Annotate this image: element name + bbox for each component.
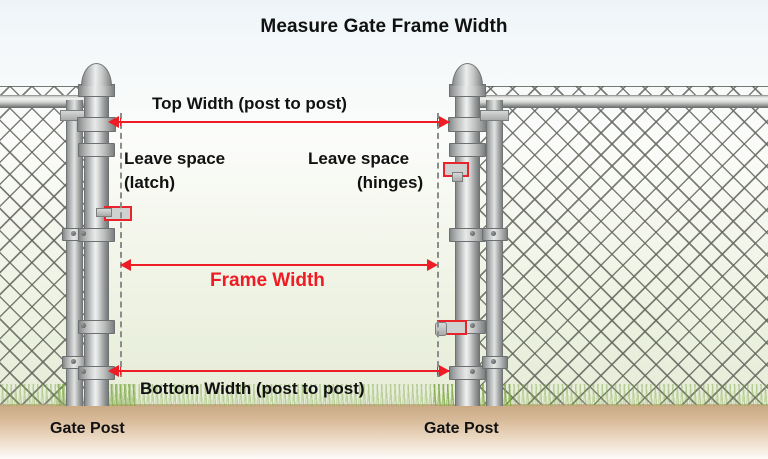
right-post-band-mid	[449, 228, 486, 242]
left-gate-post-caption: Gate Post	[50, 420, 125, 437]
leave-space-hinges-line2: (hinges)	[357, 173, 424, 192]
frame-width-label: Frame Width	[210, 270, 325, 291]
right-post-body	[455, 84, 480, 406]
left-terminal-bolt-low	[71, 359, 76, 364]
right-post-bolt-low	[470, 323, 475, 328]
mesh-top-edge-left	[0, 86, 86, 87]
top-width-arrowhead-right	[439, 116, 450, 128]
top-width-tick-left	[120, 118, 121, 126]
bottom-width-tick-left	[120, 367, 121, 375]
left-post-band-upper	[78, 143, 115, 157]
right-post-bolt-bottom	[470, 369, 475, 374]
frame-width-arrowhead-left	[120, 259, 131, 271]
bottom-width-tick-right	[437, 367, 438, 375]
leave-space-latch-line2: (latch)	[124, 173, 175, 192]
right-post-band-bottom	[449, 366, 486, 380]
bottom-width-arrowhead-left	[108, 365, 119, 377]
left-post-band-low	[78, 320, 115, 334]
left-post-bolt-mid	[81, 231, 86, 236]
bottom-width-arrow-line	[118, 370, 450, 372]
bottom-width-label: Bottom Width (post to post)	[140, 379, 365, 398]
gate-latch-arm	[96, 208, 112, 217]
frame-width-arrowhead-right	[427, 259, 438, 271]
frame-width-arrow-line	[130, 264, 428, 266]
grass-strip	[0, 384, 768, 406]
gate-hinge-pin-upper	[452, 172, 463, 182]
mesh-top-edge-right	[478, 86, 768, 87]
right-terminal-bolt-mid	[491, 231, 496, 236]
top-width-label: Top Width (post to post)	[152, 94, 347, 113]
left-post-bolt-low	[81, 323, 86, 328]
guide-line-hinge-side	[437, 113, 439, 377]
left-post-bolt-bottom	[81, 369, 86, 374]
bottom-width-arrowhead-right	[439, 365, 450, 377]
left-post-body	[84, 84, 109, 406]
top-width-arrowhead-left	[108, 116, 119, 128]
page-title: Measure Gate Frame Width	[260, 16, 508, 37]
right-gate-post-caption: Gate Post	[424, 420, 499, 437]
top-width-arrow-line	[118, 121, 450, 123]
leave-space-latch-line1: Leave space	[124, 149, 226, 168]
right-terminal-bolt-low	[491, 359, 496, 364]
fence-top-rail-right	[474, 95, 768, 108]
right-terminal-brace-top	[480, 110, 509, 121]
right-post-bolt-mid	[470, 231, 475, 236]
guide-line-latch-side	[120, 113, 122, 377]
ground-soil	[0, 405, 768, 459]
chainlink-mesh-right	[478, 86, 768, 406]
right-post-band-upper	[449, 143, 486, 157]
right-terminal-post	[486, 100, 503, 406]
left-terminal-bolt-mid	[71, 231, 76, 236]
left-post-band-mid	[78, 228, 115, 242]
top-width-tick-right	[437, 118, 438, 126]
leave-space-hinges-line1: Leave space	[308, 149, 410, 168]
